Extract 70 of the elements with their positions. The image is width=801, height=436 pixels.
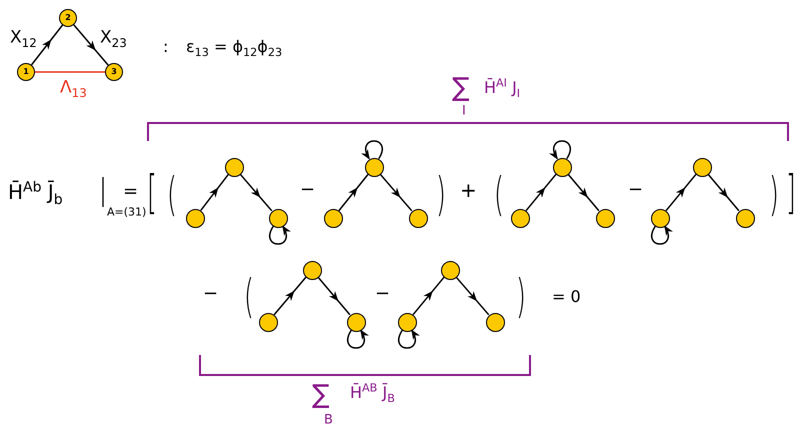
- bracket-symbol: ): [516, 273, 526, 319]
- arrow: [412, 276, 445, 316]
- edge-label: X$_{12}$: [10, 30, 37, 46]
- node-circle: [258, 312, 278, 332]
- arrow: [274, 276, 306, 316]
- math-text: H̄$^{AB}$ J̄$_{B}$: [350, 385, 395, 401]
- arrow: [318, 276, 350, 316]
- math-text: B: [324, 414, 333, 426]
- sum-sign: ∑: [452, 75, 470, 101]
- math-text: −: [203, 285, 218, 303]
- node-circle: [224, 158, 244, 176]
- arrow: [73, 24, 109, 66]
- edge-label: X$_{23}$: [100, 30, 127, 46]
- bracket-symbol: ): [436, 171, 446, 217]
- node-circle: [596, 208, 614, 228]
- math-text: =: [123, 183, 138, 201]
- bracket-symbol: ]: [786, 169, 796, 215]
- node-circle: [440, 260, 460, 280]
- math-text: = 0: [552, 289, 581, 305]
- arrow: [380, 174, 412, 212]
- arrow: [456, 276, 490, 316]
- arrow: [200, 174, 229, 211]
- node-circle: [398, 312, 416, 332]
- node-circle: [650, 208, 670, 228]
- node-circle: [324, 208, 342, 228]
- bracket-symbol: (: [167, 171, 177, 217]
- edge-label: Λ$_{13}$: [60, 80, 87, 96]
- math-text: −: [300, 181, 316, 199]
- bracket-symbol: [: [147, 169, 157, 215]
- node-circle: [552, 158, 572, 176]
- arrow: [708, 174, 740, 212]
- math-text: −: [628, 181, 644, 199]
- math-text: H̄$^{Ab}$ J̄$_{b}$: [8, 182, 63, 202]
- bracket-symbol: ): [769, 171, 779, 217]
- numbered-node-circle: 2: [59, 9, 77, 27]
- math-text: ε$_{13}$ = ϕ$_{12}$ϕ$_{23}$: [186, 39, 282, 55]
- bracket-symbol: (: [244, 273, 254, 319]
- math-text: −: [375, 285, 390, 303]
- node-circle: [268, 208, 288, 228]
- node-circle: [364, 158, 384, 176]
- self-loop-arrow: [362, 140, 383, 160]
- node-circle: [346, 312, 366, 332]
- arrow: [525, 174, 557, 212]
- arrow: [665, 174, 697, 212]
- math-text: +: [460, 180, 477, 200]
- arrow: [338, 174, 369, 212]
- bracket-symbol: (: [494, 171, 504, 217]
- node-circle: [302, 260, 322, 280]
- math-text: H̄$^{AI}$ J$_{I}$: [484, 80, 520, 96]
- node-circle: [510, 208, 530, 228]
- math-text: I: [462, 104, 466, 118]
- arrow: [568, 174, 600, 212]
- sum-sign: ∑: [312, 382, 330, 408]
- math-text: :: [163, 39, 168, 55]
- node-circle: [692, 158, 712, 176]
- numbered-node-circle: 1: [17, 63, 35, 81]
- self-loop-arrow: [347, 329, 368, 349]
- node-circle: [186, 208, 204, 228]
- self-loop-arrow: [269, 225, 290, 245]
- math-text: A=(31): [107, 206, 146, 218]
- node-circle: [408, 208, 428, 228]
- node-circle: [486, 312, 504, 332]
- arrow: [240, 174, 272, 212]
- connector-line: [35, 71, 105, 73]
- numbered-node-circle: 3: [105, 63, 123, 81]
- self-loop-arrow: [550, 140, 571, 160]
- arrow: [30, 24, 64, 66]
- self-loop-arrow: [651, 225, 672, 245]
- node-circle: [736, 208, 754, 228]
- self-loop-arrow: [398, 329, 420, 349]
